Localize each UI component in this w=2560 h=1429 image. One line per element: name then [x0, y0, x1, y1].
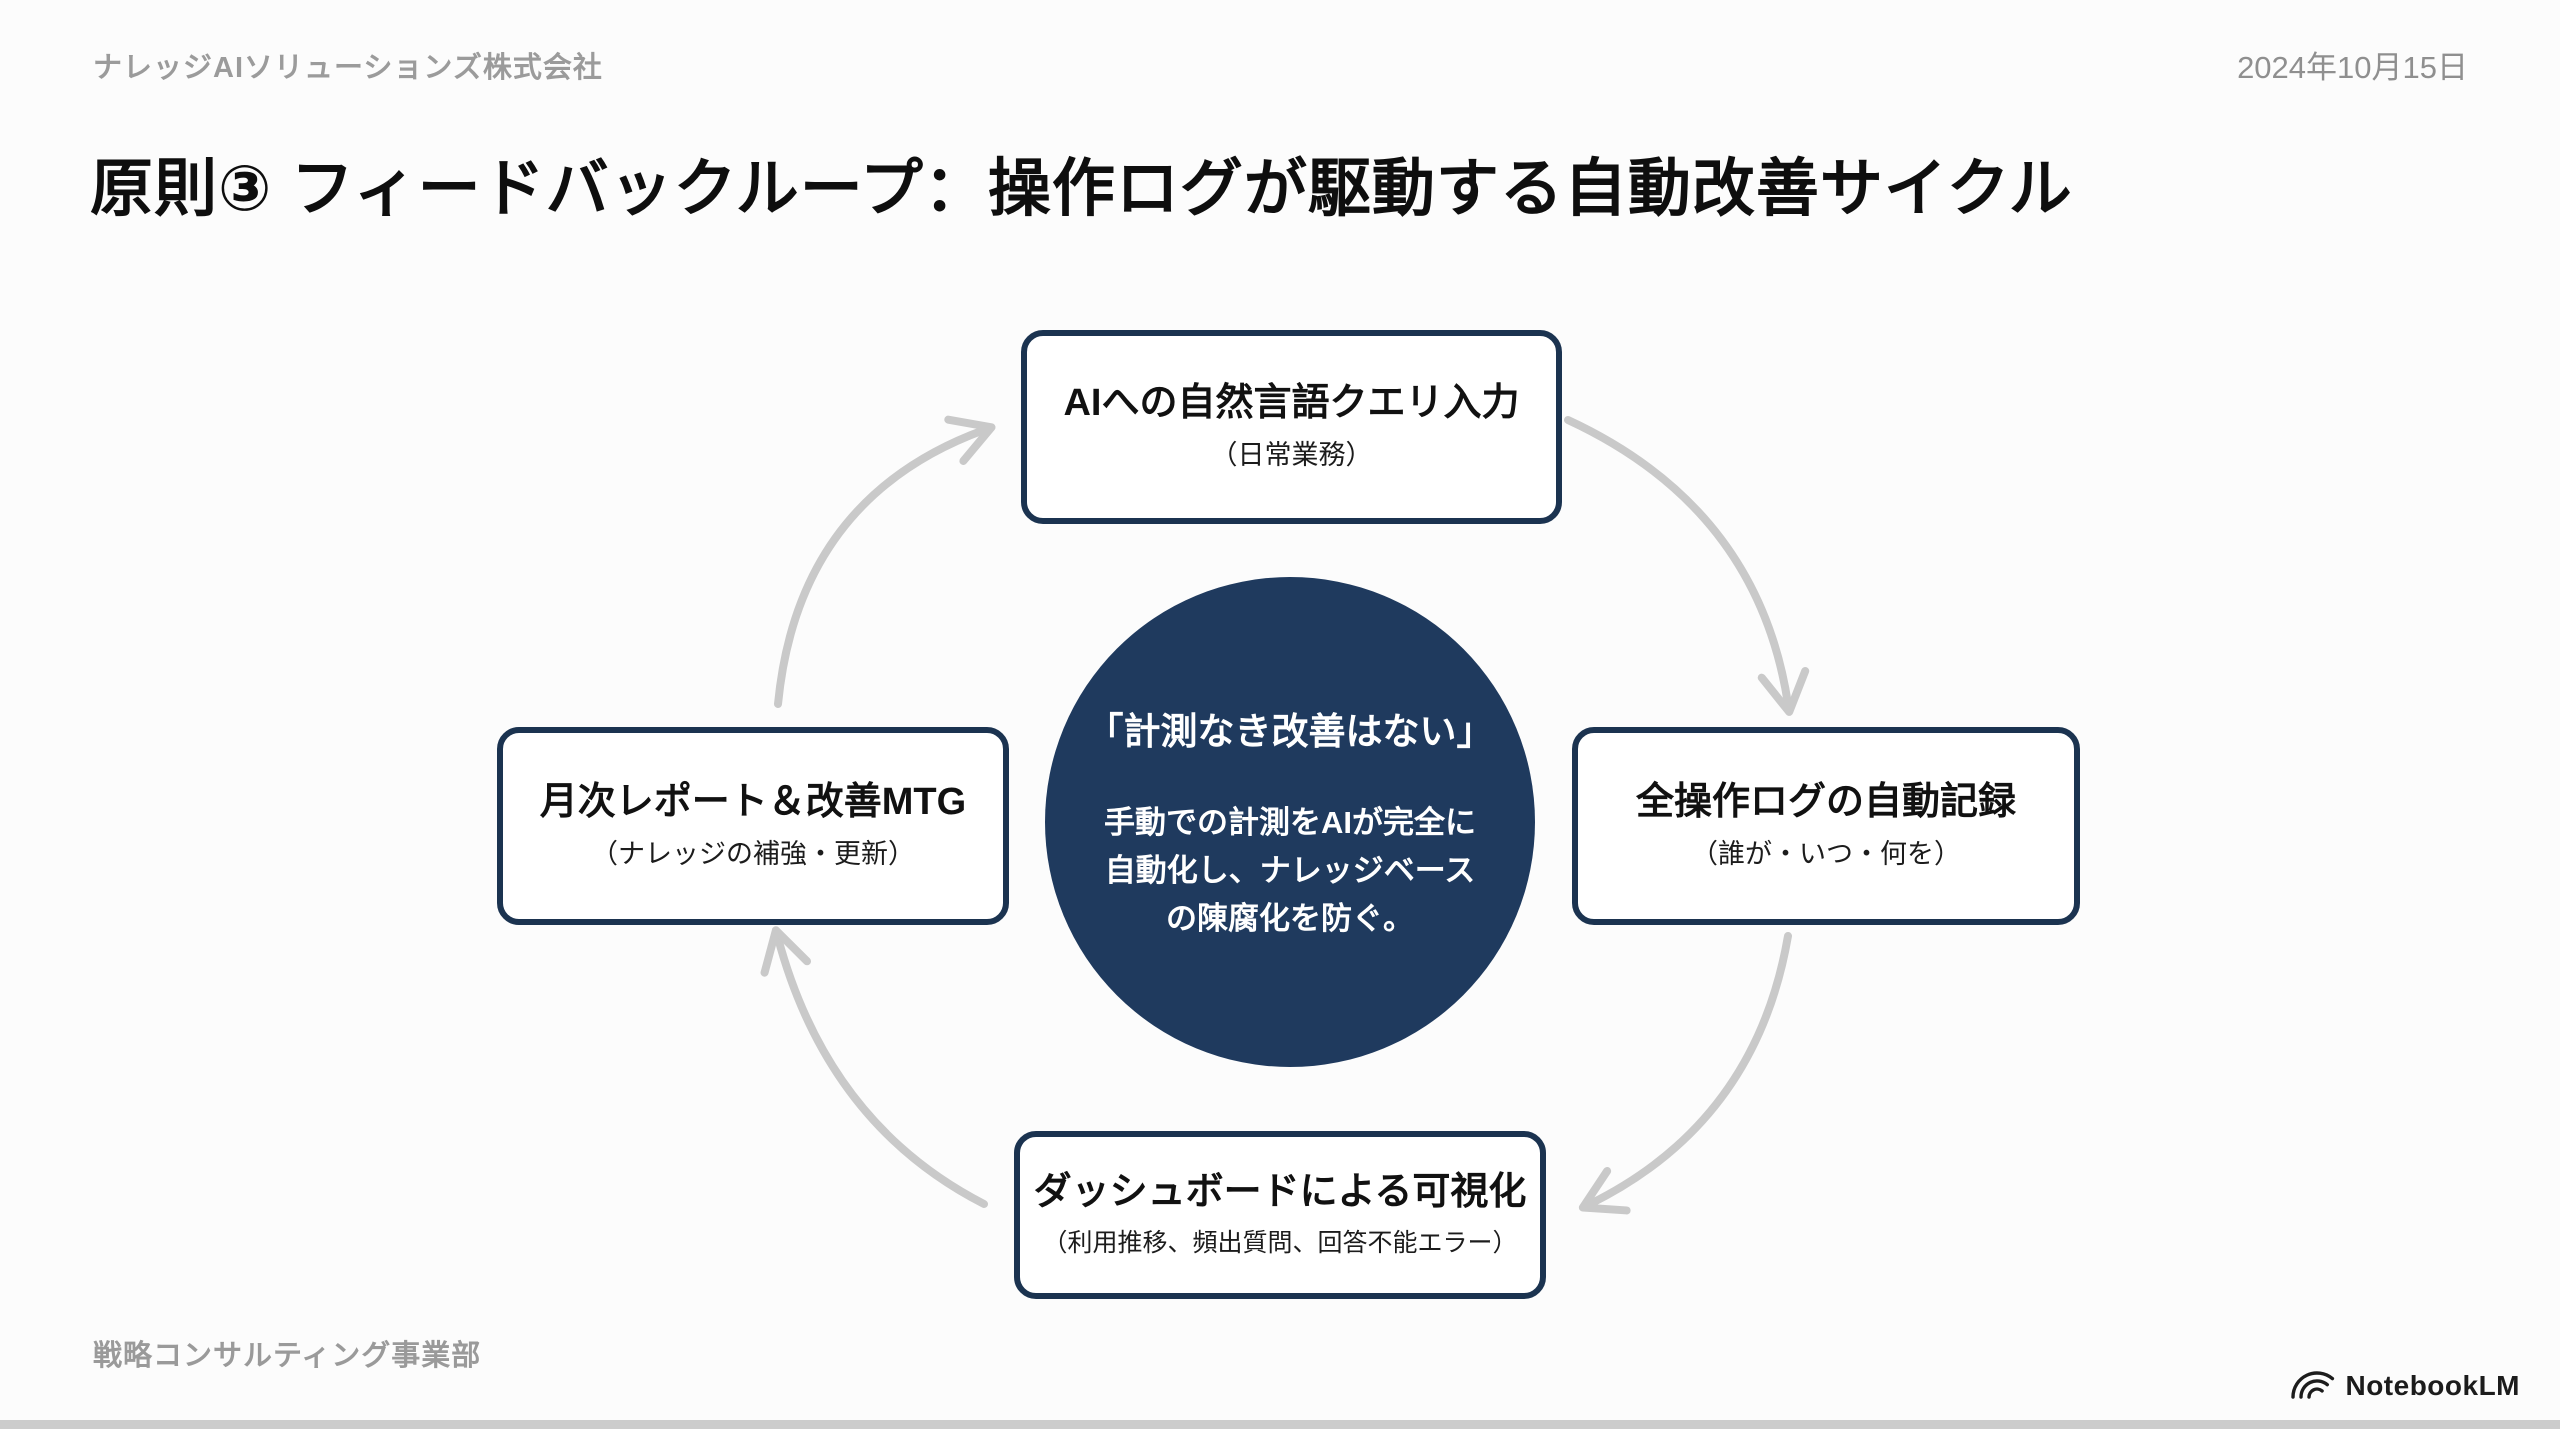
slide-date: 2024年10月15日 [2237, 50, 2468, 85]
principle-body-line: の陳腐化を防ぐ。 [1166, 901, 1414, 937]
slide-title: 原則③ フィードバックループ：操作ログが駆動する自動改善サイクル [90, 154, 2073, 224]
cycle-step-title: 全操作ログの自動記録 [1635, 780, 2016, 823]
cycle-step-dashboard: ダッシュボードによる可視化 （利用推移、頻出質問、回答不能エラー） [1014, 1131, 1546, 1299]
cycle-step-title: 月次レポート＆改善MTG [539, 780, 967, 823]
cycle-step-subtitle: （誰が・いつ・何を） [1691, 839, 1961, 870]
notebooklm-logo: NotebookLM [2289, 1370, 2520, 1402]
arrow-top-to-right [1564, 416, 1810, 716]
cycle-step-subtitle: （利用推移、頻出質問、回答不能エラー） [1042, 1228, 1518, 1257]
cycle-step-title: AIへの自然言語クエリ入力 [1063, 381, 1520, 424]
arrow-left-to-top [774, 415, 996, 708]
company-name: ナレッジAIソリューションズ株式会社 [93, 52, 603, 84]
cycle-step-subtitle: （ナレッジの補強・更新） [591, 839, 915, 870]
notebooklm-icon [2291, 1371, 2335, 1399]
cycle-step-monthly-report: 月次レポート＆改善MTG （ナレッジの補強・更新） [497, 727, 1009, 925]
department-name: 戦略コンサルティング事業部 [93, 1340, 482, 1372]
cycle-step-log-recording: 全操作ログの自動記録 （誰が・いつ・何を） [1572, 727, 2080, 925]
cycle-step-subtitle: （日常業務） [1210, 440, 1373, 471]
notebooklm-wordmark: NotebookLM [2345, 1370, 2520, 1401]
principle-headline: 「計測なき改善はない」 [1086, 710, 1494, 752]
cycle-step-query-input: AIへの自然言語クエリ入力 （日常業務） [1021, 330, 1562, 524]
center-principle-circle: 「計測なき改善はない」 手動での計測をAIが完全に 自動化し、ナレッジベース の… [1045, 577, 1535, 1067]
principle-body-line: 自動化し、ナレッジベース [1104, 852, 1476, 888]
arrow-bottom-to-left [760, 926, 988, 1208]
slide-bottom-edge [0, 1420, 2560, 1429]
principle-body-line: 手動での計測をAIが完全に [1104, 804, 1476, 840]
arrow-right-to-bottom [1578, 932, 1792, 1215]
cycle-step-title: ダッシュボードによる可視化 [1033, 1171, 1527, 1214]
